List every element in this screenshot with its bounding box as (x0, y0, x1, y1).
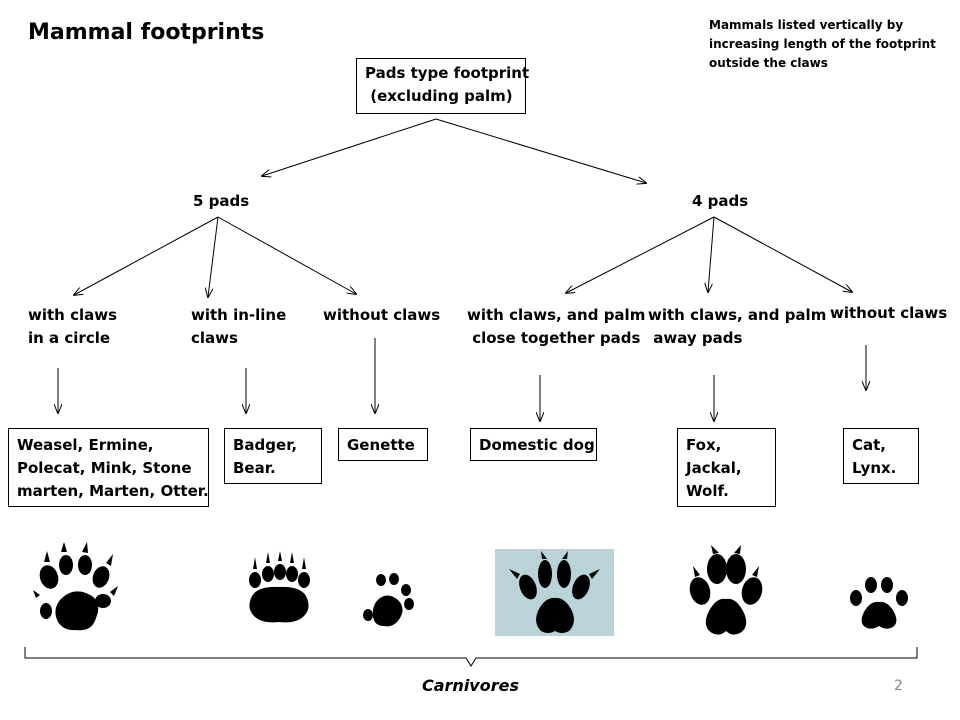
page-title: Mammal footprints (28, 20, 265, 45)
badger-footprint-icon (249, 551, 310, 623)
arrow-root-to-4-pads (435, 118, 646, 183)
category-inline-claws: with in-line claws (191, 306, 287, 347)
species-cat-box: Cat, Lynx. (843, 428, 919, 484)
carnivores-brace (24, 647, 918, 667)
fox-footprint-icon (689, 545, 763, 635)
category-palm-close-pads: with claws, and palm close together pads (467, 306, 646, 347)
species-badger-box: Badger, Bear. (224, 428, 322, 484)
category-palm-away-pads: with claws, and palm away pads (648, 306, 827, 347)
dog-footprint-panel (495, 549, 614, 636)
arrow-4-to-palm-close (566, 216, 715, 293)
carnivores-label: Carnivores (422, 676, 519, 695)
group-5-pads: 5 pads (193, 192, 250, 210)
arrow-5-to-inline (208, 216, 219, 297)
arrow-4-to-without-claws (713, 216, 852, 292)
group-4-pads: 4 pads (692, 192, 749, 210)
species-genette-box: Genette (338, 428, 428, 461)
arrow-4-to-palm-away (708, 216, 715, 292)
weasel-footprint-icon (33, 542, 118, 631)
category-without-claws-5: without claws (323, 306, 441, 324)
species-fox-box: Fox, Jackal, Wolf. (677, 428, 776, 507)
arrow-root-to-5-pads (262, 118, 437, 176)
arrow-5-to-claws-circle (74, 216, 219, 295)
dog-footprint-icon (509, 551, 600, 633)
arrow-5-to-without-claws (217, 216, 356, 294)
ordering-note: Mammals listed vertically by increasing … (709, 18, 936, 70)
page-number: 2 (894, 678, 903, 694)
species-weasel-box: Weasel, Ermine, Polecat, Mink, Stone mar… (8, 428, 209, 507)
species-dog-box: Domestic dog (470, 428, 597, 461)
root-node: Pads type footprint (excluding palm) (356, 58, 529, 114)
genette-footprint-icon (363, 573, 414, 627)
category-claws-circle: with claws in a circle (28, 306, 118, 347)
cat-footprint-icon (850, 577, 908, 629)
category-without-claws-4: without claws (830, 304, 948, 322)
